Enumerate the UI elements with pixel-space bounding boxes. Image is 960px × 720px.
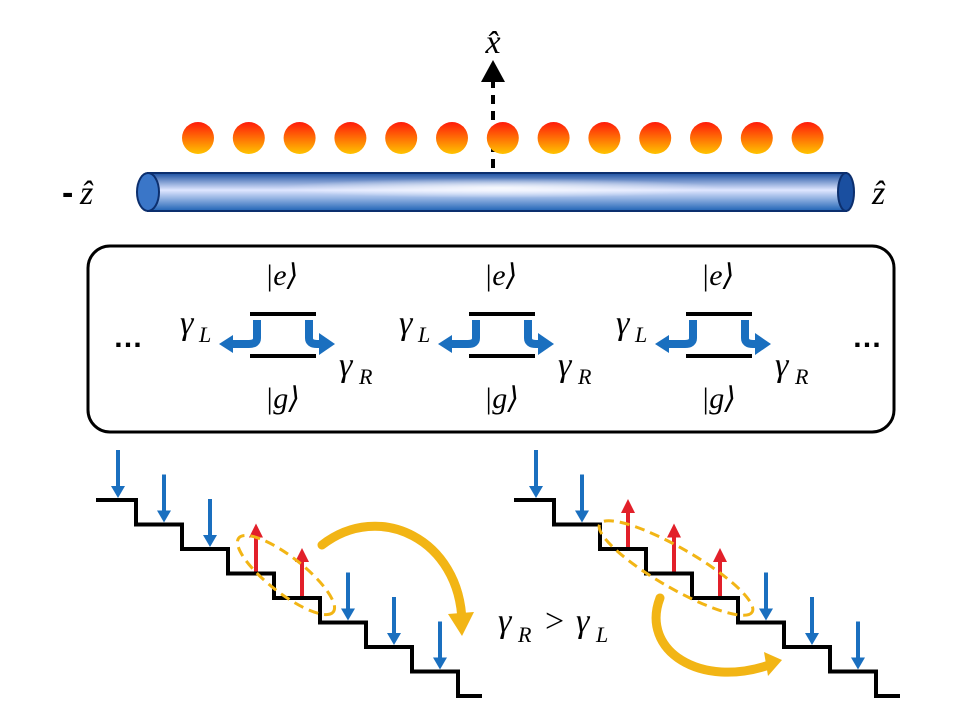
decay-left-arrowhead [655, 335, 669, 353]
z-negative-label: ẑ [79, 175, 94, 212]
excitation-triple-ellipse [597, 519, 755, 617]
decay-right-arrowhead [755, 333, 771, 355]
ground-state-label: |g⟩ [701, 382, 736, 415]
level-panel [86, 244, 896, 434]
waveguide-right-end [837, 172, 855, 212]
spin-down-arrowhead [759, 608, 773, 621]
decay-left-arrow [450, 320, 480, 348]
atom [385, 122, 418, 154]
spin-down-arrowhead [157, 510, 171, 523]
spin-down-arrowhead [805, 633, 819, 645]
atom [690, 122, 722, 154]
spin-down-arrowhead [851, 657, 865, 670]
gamma-left-subscript: L [198, 322, 211, 347]
ellipsis-right: … [852, 321, 882, 354]
atom [232, 122, 265, 154]
gamma-right-subscript: R [577, 364, 592, 389]
atom [182, 122, 214, 154]
spin-down-arrowhead [387, 633, 401, 645]
spin-up-arrowhead [667, 523, 681, 538]
waveguide-glow [280, 178, 720, 198]
gamma-left-symbol: γ [399, 305, 414, 342]
gamma-left-symbol: γ [616, 305, 631, 342]
gamma-left-subscript: L [417, 322, 430, 347]
circulation-arrowhead [764, 652, 782, 676]
inequality-rhs-sub: L [595, 622, 608, 647]
circulation-arrow-left [651, 593, 782, 677]
gamma-right-symbol: γ [558, 347, 573, 384]
x-axis: x̂ [481, 24, 505, 168]
gamma-right-subscript: R [358, 364, 373, 389]
ground-state-label: |g⟩ [484, 382, 519, 415]
decay-left-arrowhead [438, 335, 452, 353]
gamma-right-subscript: R [794, 364, 809, 389]
inequality-operator: > [545, 603, 564, 640]
atom [639, 122, 672, 154]
spin-up-arrowhead [713, 548, 727, 562]
spin-down-arrowhead [529, 486, 543, 498]
staircases [96, 450, 900, 698]
decay-right-arrowhead [538, 333, 554, 355]
decay-left-arrowhead [219, 335, 233, 353]
atom [791, 122, 824, 154]
spin-down-arrowhead [433, 657, 447, 670]
decay-right-arrow [741, 320, 759, 348]
gamma-right-symbol: γ [339, 347, 354, 384]
atom [486, 122, 519, 154]
excited-state-label: |e⟩ [701, 259, 734, 292]
decay-right-arrow [305, 320, 323, 348]
staircase-line [514, 498, 900, 698]
excited-state-label: |e⟩ [265, 259, 298, 292]
inequality-lhs-sub: R [517, 622, 532, 647]
gamma-left-symbol: γ [180, 305, 195, 342]
inequality-lhs: γ [498, 603, 513, 640]
ellipsis-left: … [113, 321, 143, 354]
decay-right-arrow [524, 320, 542, 348]
gamma-right-symbol: γ [775, 347, 790, 384]
staircase [96, 450, 482, 698]
z-axis-labels: - ẑ ẑ [62, 174, 886, 212]
z-minus-sign: - [62, 174, 73, 212]
atom [740, 122, 773, 154]
spin-down-arrowhead [575, 510, 589, 523]
decay-left-arrow [231, 320, 261, 348]
spin-down-arrowhead [203, 535, 217, 547]
excitation-pair-ellipse [235, 533, 337, 617]
spin-up-arrowhead [621, 499, 635, 513]
circulation-arc [317, 521, 467, 627]
z-positive-label: ẑ [871, 175, 886, 212]
atom [537, 122, 570, 154]
atom [436, 122, 468, 154]
waveguide [136, 172, 855, 212]
gamma-left-subscript: L [634, 322, 647, 347]
decay-left-arrow [667, 320, 697, 348]
atom [588, 122, 621, 154]
x-axis-label: x̂ [484, 24, 500, 61]
x-axis-arrowhead [481, 60, 505, 82]
ground-state-label: |g⟩ [265, 382, 300, 415]
decay-right-arrowhead [319, 333, 335, 355]
atom-row [182, 122, 824, 154]
excited-state-label: |e⟩ [484, 259, 517, 292]
spin-up-arrowhead [249, 523, 263, 538]
circulation-arc [651, 593, 777, 677]
staircase-line [96, 498, 482, 698]
circulation-arrowhead [448, 612, 474, 636]
inequality: γ R > γ L [498, 603, 608, 647]
spin-down-arrowhead [111, 486, 125, 498]
staircase [514, 450, 900, 698]
circulation-arrow-right [317, 521, 474, 636]
spin-up-arrowhead [295, 548, 309, 562]
atom [334, 122, 367, 154]
spin-down-arrowhead [341, 608, 355, 621]
inequality-rhs: γ [576, 603, 591, 640]
waveguide-left-end [136, 172, 160, 212]
atom [283, 122, 316, 154]
